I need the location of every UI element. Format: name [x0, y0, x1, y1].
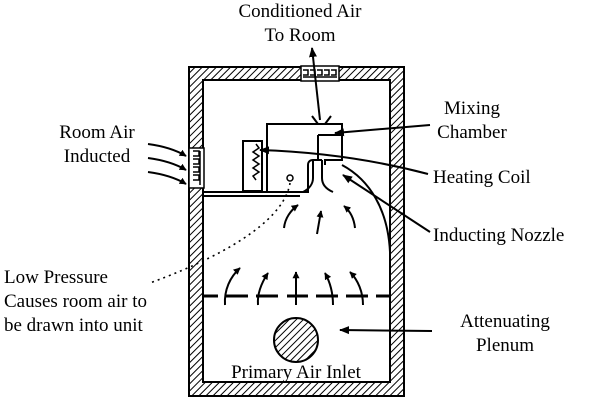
mixing-chamber-label-2: Chamber: [437, 122, 507, 143]
low-pressure-label-2: Causes room air to: [4, 291, 147, 312]
low-pressure-label: Low Pressure: [4, 267, 108, 288]
conditioned-air-label: Conditioned Air: [239, 1, 363, 22]
room-air-label-2: Inducted: [64, 146, 131, 167]
attenuating-plenum-label: Attenuating: [460, 311, 550, 332]
primary-air-inlet-label: Primary Air Inlet: [231, 362, 362, 383]
primary-air-duct: [273, 317, 319, 363]
conditioned-air-arrow: [309, 47, 321, 121]
plenum-airflow-arrows: [223, 267, 364, 306]
conditioned-air-label-2: To Room: [265, 25, 336, 46]
mixing-chamber-label: Mixing: [444, 98, 500, 119]
plenum-pointer: [339, 326, 433, 335]
inducting-nozzle-label: Inducting Nozzle: [433, 225, 564, 246]
low-pressure-leader: [149, 182, 291, 284]
mixing-pointer: [334, 124, 431, 137]
room-air-arrows: [147, 143, 187, 185]
low-pressure-label-3: be drawn into unit: [4, 315, 144, 336]
cabinet: [188, 65, 405, 397]
attenuating-plenum-label-2: Plenum: [476, 335, 534, 356]
room-air-label: Room Air: [59, 122, 135, 143]
inducting-nozzle: [302, 159, 334, 193]
discharge-grille: [300, 65, 340, 82]
baffle-curve: [341, 164, 391, 253]
nozzle-pointer: [342, 174, 431, 233]
nozzle-airflow-arrows: [283, 204, 356, 235]
heating-coil: [242, 135, 268, 192]
low-pressure-point: [286, 174, 294, 182]
heating-coil-pointer: [259, 146, 429, 175]
heating-coil-label: Heating Coil: [433, 167, 531, 188]
inlet-grille: [188, 147, 205, 189]
